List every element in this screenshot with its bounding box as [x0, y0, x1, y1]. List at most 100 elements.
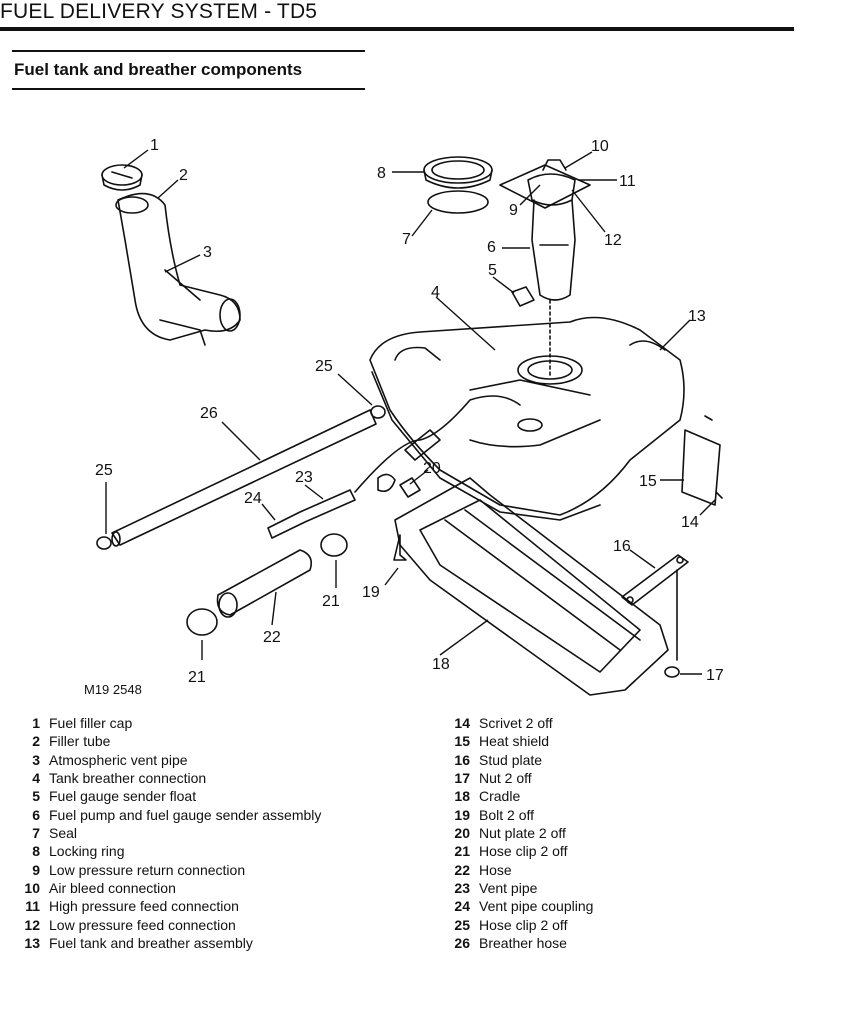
legend-num: 11	[25, 898, 40, 915]
legend-item: 16 Stud plate	[442, 751, 593, 769]
legend-label: Hose clip 2 off	[479, 916, 568, 933]
legend-label: Locking ring	[49, 843, 125, 860]
callout-22: 22	[263, 629, 281, 646]
callout-4: 4	[431, 284, 440, 301]
legend-label: Fuel filler cap	[49, 715, 133, 731]
legend-num: 14	[454, 715, 470, 731]
legend-num: 8	[32, 843, 40, 860]
legend-num: 9	[32, 861, 40, 878]
callout-25a: 25	[315, 358, 333, 375]
heat-shield-drawing	[681, 415, 723, 506]
page-title: FUEL DELIVERY SYSTEM - TD5	[0, 0, 318, 23]
callout-2: 2	[179, 167, 188, 184]
filler-cap-drawing	[101, 164, 143, 191]
breather-hose-drawing	[111, 409, 377, 547]
callout-3: 3	[203, 244, 212, 261]
callout-26: 26	[200, 405, 218, 422]
legend-label: High pressure feed connection	[49, 898, 239, 915]
callout-9: 9	[509, 202, 518, 219]
section-rule-bottom	[12, 88, 365, 90]
legend-item: 8 Locking ring	[12, 842, 321, 860]
legend-label: Vent pipe coupling	[479, 898, 594, 915]
legend-label: Low pressure return connection	[49, 861, 246, 878]
legend-num: 2	[32, 733, 40, 750]
legend-num: 16	[454, 751, 470, 768]
legend-item: 25 Hose clip 2 off	[442, 916, 593, 934]
legend-label: Bolt 2 off	[479, 806, 535, 823]
legend-label: Atmospheric vent pipe	[49, 751, 188, 768]
legend-num: 23	[454, 880, 470, 897]
legend-label: Filler tube	[49, 733, 111, 750]
callout-10: 10	[591, 138, 609, 155]
callout-17: 17	[706, 667, 724, 684]
legend-num: 18	[454, 788, 470, 805]
hose-clip-25-drawing	[96, 405, 386, 550]
legend-label: Fuel pump and fuel gauge sender assembly	[49, 806, 322, 823]
section-title: Fuel tank and breather components	[14, 60, 303, 79]
legend-item: 3 Atmospheric vent pipe	[12, 751, 321, 769]
callout-11: 11	[619, 173, 636, 190]
legend-num: 24	[454, 898, 470, 915]
vent-pipe-drawing	[267, 395, 521, 539]
legend-num: 13	[24, 935, 40, 952]
callout-18: 18	[432, 656, 450, 673]
legend-right: 14 Scrivet 2 off 15 Heat shield 16 Stud pla…	[442, 714, 593, 952]
legend-num: 5	[32, 788, 40, 805]
legend-label: Nut 2 off	[479, 770, 532, 787]
legend-item: 14 Scrivet 2 off	[442, 714, 593, 732]
legend-num: 12	[24, 916, 40, 933]
legend-item: 19 Bolt 2 off	[442, 806, 593, 824]
legend-label: Scrivet 2 off	[479, 715, 553, 731]
fuel-tank-drawing	[369, 316, 685, 521]
legend-label: Stud plate	[479, 751, 543, 768]
callout-20: 20	[423, 460, 441, 477]
legend-num: 10	[24, 880, 40, 897]
hose-clip-21-drawing	[186, 533, 348, 636]
callout-5: 5	[488, 262, 497, 279]
seal-drawing	[427, 190, 489, 214]
cradle-drawing	[394, 477, 669, 696]
legend-label: Breather hose	[479, 935, 567, 952]
stud-plate-drawing	[621, 554, 689, 678]
legend-label: Cradle	[479, 788, 521, 805]
legend-num: 19	[454, 806, 470, 823]
bolt-19-drawing	[393, 534, 407, 561]
pump-assembly-drawing	[511, 159, 576, 376]
legend-label: Heat shield	[479, 733, 550, 750]
legend-num: 6	[32, 806, 40, 823]
legend-num: 22	[454, 861, 470, 878]
callout-25b: 25	[95, 462, 113, 479]
legend-num: 3	[32, 751, 40, 768]
legend-label: Low pressure feed connection	[49, 916, 236, 933]
legend-num: 25	[454, 916, 470, 933]
legend-item: 15 Heat shield	[442, 732, 593, 750]
legend-num: 20	[454, 825, 470, 842]
callout-21a: 21	[322, 593, 340, 610]
legend-label: Seal	[49, 825, 78, 842]
callout-13: 13	[688, 308, 706, 325]
section-rule-top	[12, 50, 365, 52]
locking-ring-drawing	[423, 156, 493, 189]
callout-7: 7	[402, 231, 411, 248]
diagram-reference-code: M19 2548	[84, 682, 142, 697]
hose-22-drawing	[216, 549, 313, 618]
legend-label: Hose clip 2 off	[479, 843, 568, 860]
legend-num: 21	[454, 843, 470, 860]
callout-19: 19	[362, 584, 380, 601]
legend-item: 9 Low pressure return connection	[12, 861, 321, 879]
legend-item: 18 Cradle	[442, 787, 593, 805]
legend-item: 11 High pressure feed connection	[12, 897, 321, 915]
legend-num: 26	[454, 935, 470, 952]
legend-item: 24 Vent pipe coupling	[442, 897, 593, 915]
legend-num: 15	[454, 733, 470, 750]
legend-item: 21 Hose clip 2 off	[442, 842, 593, 860]
